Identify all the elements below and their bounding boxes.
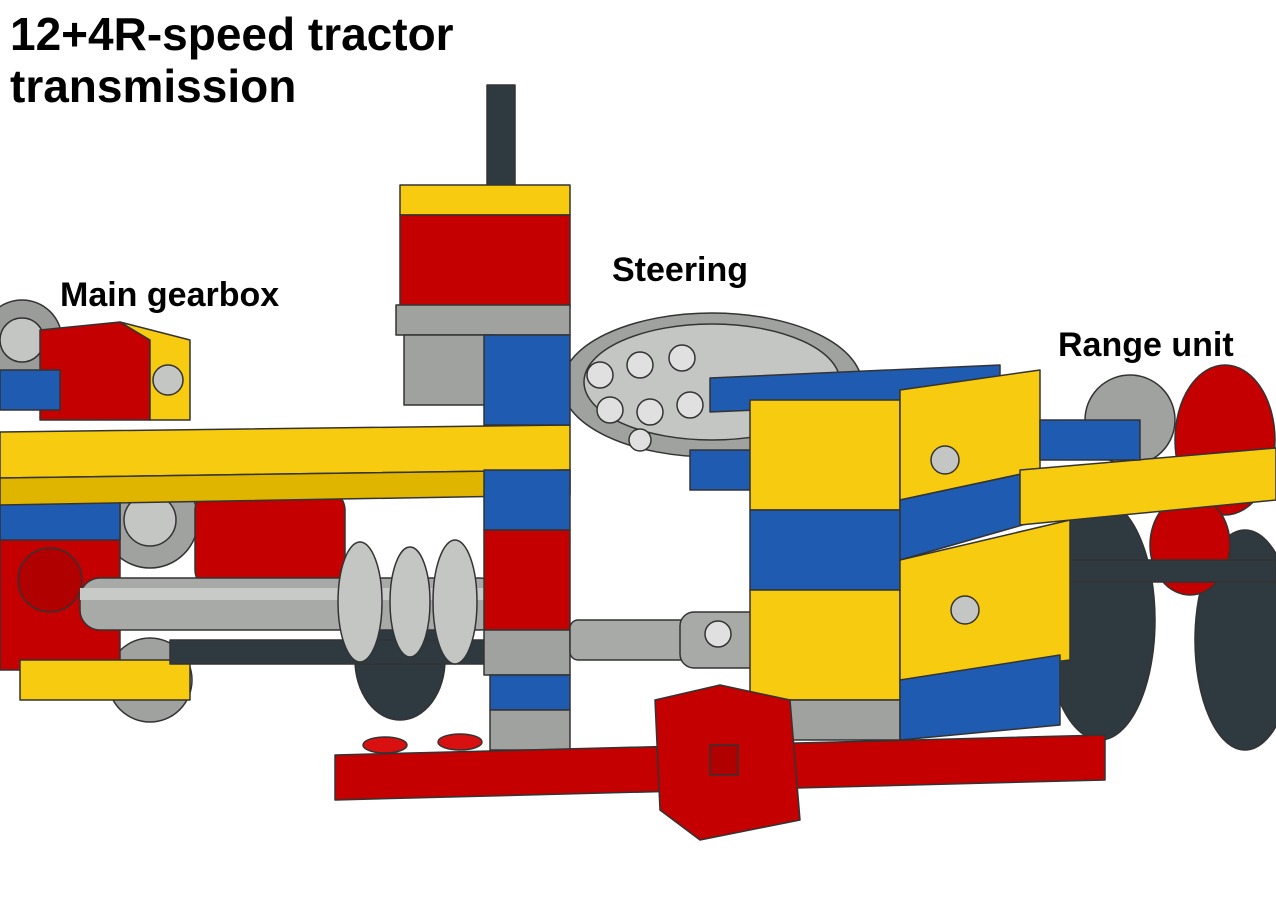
bottom-red-plate <box>334 684 1106 841</box>
steering-label: Steering <box>612 251 749 289</box>
main-gearbox-housing <box>0 321 346 701</box>
range-unit-frame <box>689 364 1276 741</box>
range-unit-label: Range unit <box>1058 326 1234 364</box>
main-gearbox-label: Main gearbox <box>60 276 280 314</box>
diagram-title: 12+4R-speed tractor transmission <box>10 8 454 112</box>
main-yellow-beam <box>0 424 571 506</box>
central-tower <box>395 84 571 751</box>
main-shaft <box>79 539 501 665</box>
